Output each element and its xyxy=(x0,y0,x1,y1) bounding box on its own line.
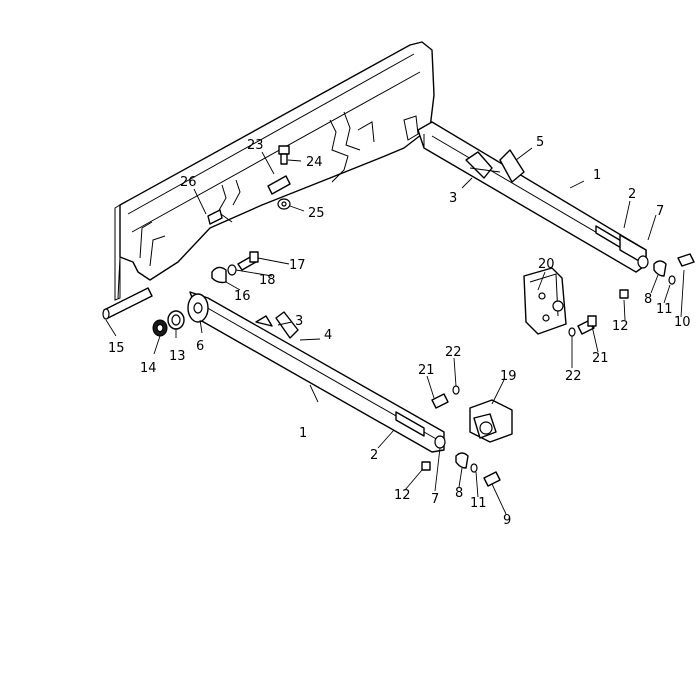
callout-23: 23 xyxy=(247,138,264,153)
callout-14: 14 xyxy=(140,361,157,376)
callout-7-lower: 7 xyxy=(431,492,439,507)
callout-13: 13 xyxy=(169,349,186,364)
callout-26: 26 xyxy=(180,175,197,190)
callout-10: 10 xyxy=(674,315,691,330)
callout-labels: 1 1 2 2 3 3 4 5 6 7 7 8 8 9 10 11 11 12 … xyxy=(108,135,691,528)
callout-17: 17 xyxy=(289,258,306,273)
callout-11-upper: 11 xyxy=(656,302,673,317)
leader-lines xyxy=(105,147,685,515)
callout-7-upper: 7 xyxy=(656,204,664,219)
callout-8-upper: 8 xyxy=(644,292,652,307)
callout-20: 20 xyxy=(538,257,555,272)
callout-1-upper: 1 xyxy=(593,168,601,183)
callout-25: 25 xyxy=(308,206,325,221)
callout-22-upper: 22 xyxy=(565,369,582,384)
callout-6: 6 xyxy=(196,339,204,354)
callout-5: 5 xyxy=(536,135,544,150)
callout-19: 19 xyxy=(500,369,517,384)
callout-3-upper: 3 xyxy=(449,191,457,206)
callout-15: 15 xyxy=(108,341,125,356)
callout-12-upper: 12 xyxy=(612,319,629,334)
callout-4: 4 xyxy=(324,328,332,343)
lower-frame-arm xyxy=(187,291,446,453)
callout-21-lower: 21 xyxy=(418,363,435,378)
callout-2-lower: 2 xyxy=(370,448,378,463)
hardware xyxy=(102,145,695,487)
callout-9: 9 xyxy=(503,513,511,528)
callout-3-lower: 3 xyxy=(295,314,303,329)
callout-16: 16 xyxy=(234,289,251,304)
callout-24: 24 xyxy=(306,155,323,170)
callout-21-upper: 21 xyxy=(592,351,609,366)
callout-11-lower: 11 xyxy=(470,496,487,511)
callout-2-upper: 2 xyxy=(628,187,636,202)
callout-22-lower: 22 xyxy=(445,345,462,360)
callout-12-lower: 12 xyxy=(394,488,411,503)
upper-frame-arm xyxy=(417,121,649,273)
callout-1-lower: 1 xyxy=(299,426,307,441)
callout-18: 18 xyxy=(259,273,276,288)
blade xyxy=(114,41,435,301)
callout-8-lower: 8 xyxy=(455,486,463,501)
